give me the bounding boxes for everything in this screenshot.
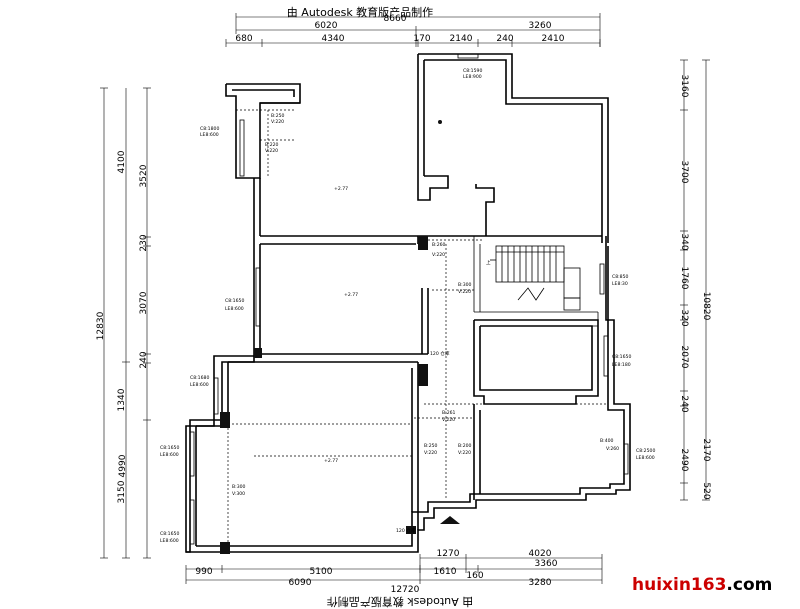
columns [220,120,460,554]
dim-bottom-outer-1: 990 [195,567,212,577]
annotation-beam6-b: V:260 [606,446,619,452]
annotations: C8:1590 LE8:900 C8:1800 LE8:600 B:250 V:… [160,68,655,544]
dim-left-6: 1340 [117,388,127,411]
annotation-win4-a: C8:850 [612,274,629,280]
annotation-room1: +2.77 [334,186,348,192]
annotation-beam5-a: B:261 [442,410,456,416]
annotation-win6-a: C8:1650 [612,354,631,360]
annotation-win9-a: C8:1650 [160,531,179,537]
annotation-beam5-b: V:220 [442,417,455,423]
annotation-win7-b: LE8:600 [160,452,179,458]
dim-right-6: 2070 [679,346,689,369]
drawing-title-mirrored: 由 Autodesk 教育版产品制作 [327,595,473,609]
watermark-tld: com [733,575,772,595]
annotation-beam7-b: V:220 [424,450,437,456]
dim-bottom-outer-7: 12720 [391,585,420,595]
dim-bottom-1: 1270 [437,549,460,559]
dim-left-1: 4100 [117,150,127,173]
dim-top-outer-2: 8660 [384,14,407,24]
annotation-win5-b: LE8:600 [190,382,209,388]
annotation-win5-a: C8:1680 [190,375,209,381]
annotation-beam4-b: V:220 [458,289,471,295]
dim-top-4: 2140 [450,34,473,44]
annotation-beam1-b: V:220 [271,119,284,125]
top-dimension-chain: 6020 8660 3260 680 4340 170 2140 240 241… [225,13,601,47]
dim-top-5: 240 [496,34,513,44]
dim-right-4: 1760 [679,267,689,290]
dim-top-outer-1: 6020 [315,21,338,31]
dim-right-8: 2490 [679,449,689,472]
dim-top-6: 2410 [542,34,565,44]
dim-left-2: 3520 [139,164,149,187]
dim-right-5: 320 [679,309,689,326]
annotation-win3-a: C8:1650 [225,298,244,304]
annotation-beam1-a: B:250 [271,113,285,119]
annotation-win9-b: LE8:600 [160,538,179,544]
annotation-beam2-b: V:220 [265,148,278,154]
dim-bottom-outer-4: 160 [466,571,483,581]
annotation-beam9-a: B:300 [232,484,246,490]
windows [189,53,629,545]
dim-right-2: 3700 [679,161,689,184]
beam-lines [227,109,608,544]
annotation-room3: +2.77 [324,458,338,464]
dim-left-outer-2: 4990 [118,454,128,477]
dim-right-10: 520 [701,482,711,499]
annotation-beam4-a: B:300 [458,282,472,288]
dim-bottom-outer-2: 5100 [310,567,333,577]
dim-left-outer-1: 12830 [96,311,106,340]
annotation-beam9-b: V:300 [232,491,245,497]
annotation-win4-b: LE8:30 [612,281,628,287]
dim-bottom-outer-3: 1610 [434,567,457,577]
annotation-room2: +2.77 [344,292,358,298]
annotation-win6-b: LE8:180 [612,362,631,368]
dim-left-4: 3070 [139,291,149,314]
dim-right-7: 240 [679,395,689,412]
annotation-win7-a: C8:1650 [160,445,179,451]
annotation-beam8-b: V:220 [458,450,471,456]
annotation-beam3-a: B:260 [432,242,446,248]
watermark-dot: . [726,575,732,595]
annotation-win3-b: LE8:600 [225,306,244,312]
watermark-site: huixin163 [632,575,726,595]
annotation-tag: 120 仓库 [430,350,450,357]
exterior-walls [185,53,631,553]
dim-top-outer-3: 3260 [529,21,552,31]
annotation-win8-b: LE8:600 [636,455,655,461]
annotation-beam8-a: B:200 [458,443,472,449]
dim-left-5: 240 [139,351,149,368]
staircase: 上 [486,245,581,311]
dim-left-7: 3150 [117,480,127,503]
dim-top-3: 170 [413,34,430,44]
stair-up-label: 上 [486,259,491,266]
annotation-beam3-b: V:220 [432,252,445,258]
annotation-tag2: 120 仓库 [396,527,416,534]
dim-right-3: 340 [679,233,689,250]
dim-bottom-outer-6: 3280 [529,578,552,588]
dim-right-1: 3160 [679,75,689,98]
dim-left-3: 230 [139,234,149,251]
annotation-beam2-a: B:220 [265,142,279,148]
dim-bottom-3: 3360 [535,559,558,569]
annotation-win8-a: C8:2500 [636,448,655,454]
drawing-title: 由 Autodesk 教育版产品制作 [287,5,433,19]
watermark: huixin163.com [632,575,772,595]
dim-top-2: 4340 [322,34,345,44]
dim-right-9: 2170 [701,439,711,462]
annotation-win2-b: LE8:600 [200,132,219,138]
annotation-beam6-a: B:400 [600,438,614,444]
dim-bottom-outer-5: 6090 [289,578,312,588]
right-dimension-chain: 3160 3700 340 1760 320 2070 240 2490 108… [679,59,711,501]
annotation-win2-a: C8:1800 [200,126,219,132]
left-dimension-chain: 12830 4990 4100 3520 230 3070 240 1340 3… [96,87,151,559]
annotation-beam7-a: B:250 [424,443,438,449]
interior-walls [473,236,599,500]
dim-right-outer-1: 10820 [701,292,711,321]
dim-top-1: 680 [235,34,252,44]
dim-bottom-2: 4020 [529,549,552,559]
bottom-dimension-chain: 1270 4020 3360 990 5100 1610 160 6090 32… [185,549,603,595]
annotation-win1-b: LE8:900 [463,74,482,80]
annotation-win1-a: C8:1590 [463,68,482,74]
